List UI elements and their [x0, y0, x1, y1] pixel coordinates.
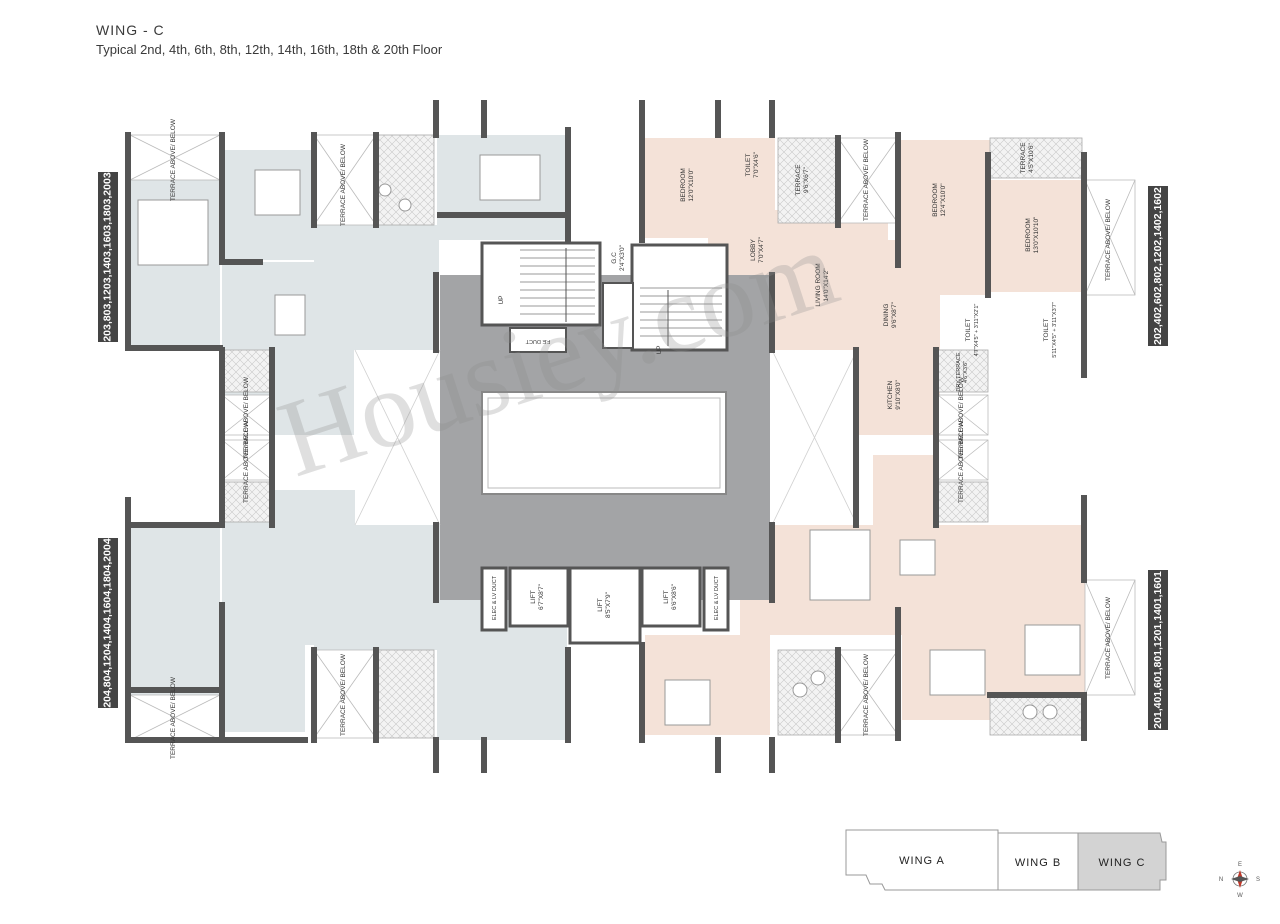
label-up-right: UP [656, 345, 663, 354]
unit-label-top-left: 203,803,1203,1403,1603,1803,2003 [98, 172, 118, 342]
header: WING - C Typical 2nd, 4th, 6th, 8th, 12t… [96, 22, 442, 57]
walls [125, 100, 1087, 773]
key-wing-a: WING A [899, 855, 945, 867]
unit-label-top-right: 202,402,602,802,1202,1402,1602 [1148, 186, 1168, 346]
label-bedroom2: BEDROOM [932, 183, 939, 217]
label-dining-size: 9'6"X8'7" [891, 301, 898, 328]
label-toilet1-size: 7'0"X4'6" [753, 151, 760, 178]
label-up-left: UP [498, 295, 505, 304]
label-toilet2-size: 4'7"X4'5" + 3'11"X2'1" [974, 304, 980, 357]
label-terrace-l2: TERRACE ABOVE/ BELOW [243, 420, 250, 503]
label-kitchen: KITCHEN [887, 380, 894, 409]
key-wing-b: WING B [1015, 857, 1061, 869]
room-labels: TERRACE ABOVE/ BELOW TERRACE ABOVE/ BELO… [170, 118, 1112, 759]
label-fe-duct: F.E DUCT [525, 338, 550, 344]
wing-title: WING - C [96, 22, 165, 38]
label-terrace-bl2: TERRACE ABOVE/ BELOW [170, 676, 177, 759]
label-lift2: LIFT [597, 598, 604, 611]
compass-icon: E W N S [1219, 862, 1260, 899]
label-kitchen-size: 9'10"X8'0" [895, 380, 902, 410]
label-bedroom2-size: 12'4"X10'0" [940, 183, 947, 217]
terraces-above-below [129, 134, 1136, 741]
label-terrace-small1-size: 9'6"X6'7" [803, 166, 810, 193]
furniture [137, 154, 1081, 726]
label-dry-terrace: DRY TERRACE [956, 352, 962, 391]
label-lobby: LOBBY [750, 239, 757, 261]
label-lift1: LIFT [530, 590, 537, 603]
label-terrace-small1: TERRACE [795, 164, 802, 196]
label-terrace-bl: TERRACE ABOVE/ BELOW [340, 653, 347, 736]
label-gc: G.C [611, 252, 618, 264]
label-toilet2: TOILET [965, 319, 972, 342]
label-lift1-size: 6'7"X8'7" [538, 583, 545, 610]
label-terrace-far-r2: TERRACE ABOVE/ BELOW [1105, 596, 1112, 679]
label-elec-right: ELEC & LV DUCT [714, 575, 720, 620]
unit-label-bottom-left: 204,804,1204,1404,1604,1804,2004 [98, 538, 118, 708]
compass-s: S [1256, 877, 1260, 883]
label-terrace-small2: TERRACE [1020, 142, 1027, 174]
label-lift3-size: 6'6"X8'6" [671, 583, 678, 610]
label-terrace-l1: TERRACE ABOVE/ BELOW [243, 376, 250, 459]
label-elec-left: ELEC & LV DUCT [492, 575, 498, 620]
compass-w: W [1237, 893, 1243, 899]
label-terrace-tr: TERRACE ABOVE/ BELOW [863, 138, 870, 221]
label-bedroom1: BEDROOM [680, 168, 687, 202]
staircase-left [480, 241, 602, 353]
staircase-right [602, 243, 729, 352]
label-dining: DINING [883, 304, 890, 327]
label-dry-terrace-size: 4'6"X3'6" [963, 361, 969, 383]
floors-subtitle: Typical 2nd, 4th, 6th, 8th, 12th, 14th, … [96, 42, 443, 57]
label-toilet1: TOILET [745, 154, 752, 177]
label-terrace-tl: TERRACE ABOVE/ BELOW [170, 118, 177, 201]
label-lobby-size: 7'0"X4'7" [758, 236, 765, 263]
label-living: LIVING ROOM [815, 263, 822, 306]
label-bedroom3: BEDROOM [1025, 218, 1032, 252]
label-lift3: LIFT [663, 590, 670, 603]
label-toilet3: TOILET [1043, 319, 1050, 342]
label-terrace-small2-size: 4'5"X10'6" [1028, 143, 1035, 173]
label-toilet3-size: 5'11"X4'5" + 3'11"X3'7" [1052, 302, 1058, 357]
label-terrace-r2: TERRACE ABOVE/ BELOW [958, 420, 965, 503]
label-living-size: 14'0"X14'2" [823, 268, 830, 302]
key-wing-c: WING C [1099, 857, 1146, 869]
label-terrace-far-r1: TERRACE ABOVE/ BELOW [1105, 198, 1112, 281]
label-lift2-size: 8'5"X7'9" [605, 591, 612, 618]
compass-n: N [1219, 877, 1223, 883]
label-terrace-r1: TERRACE ABOVE/ BELOW [958, 376, 965, 459]
label-bedroom3-size: 13'0"X10'10" [1033, 216, 1040, 253]
lift-block [480, 566, 730, 645]
label-gc-size: 2'4"X3'0" [619, 244, 626, 271]
label-terrace-tl2: TERRACE ABOVE/ BELOW [340, 143, 347, 226]
key-plan: WING A WING B WING C [845, 829, 1167, 891]
compass-e: E [1238, 862, 1242, 868]
unit-label-bottom-right: 201,401,601,801,1201,1401,1601 [1148, 570, 1168, 730]
label-terrace-br: TERRACE ABOVE/ BELOW [863, 653, 870, 736]
label-bedroom1-size: 12'0"X10'0" [688, 168, 695, 202]
